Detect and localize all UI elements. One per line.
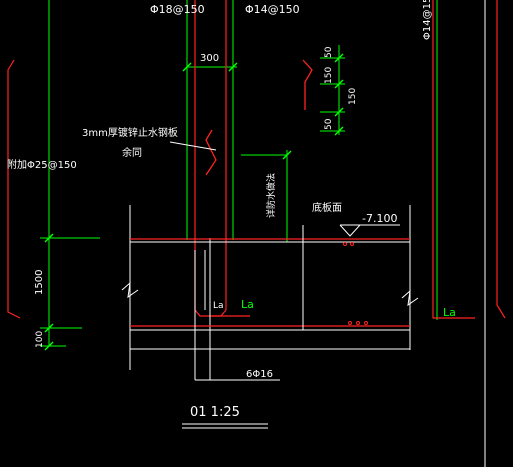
annotations: Φ18@150 Φ14@150 Φ14@15 300 50 150 150 50… [7,0,456,420]
dimension-ticks [44,53,344,351]
label-add-rebar: 附加Φ25@150 [7,158,77,171]
slab [129,205,411,381]
label-bottom-rebar: 6Φ16 [246,369,273,380]
label-dim-300: 300 [200,53,219,64]
label-rebar-phi14-right: Φ14@15 [422,0,433,40]
label-dim-50-top: 50 [324,46,334,58]
water-stop-plate [169,59,313,176]
drawing-title: 01 1:25 [190,405,240,420]
label-dim-150-a: 150 [324,67,334,84]
label-steel-plate: 3mm厚镀锌止水钢板 [82,126,178,139]
label-waterproof: 详防水做法 [265,173,277,218]
label-dim-150-b: 150 [348,88,358,105]
label-dim-1500: 1500 [34,270,45,295]
elevation-symbol [339,224,400,237]
label-dim-50-bottom: 50 [324,118,334,130]
label-rebar-phi14: Φ14@150 [245,3,300,16]
rebar-dots [343,242,368,325]
label-la-right: La [241,298,254,311]
label-rebar-phi18: Φ18@150 [150,3,205,16]
wall [186,0,250,380]
left-rebar [7,59,21,319]
label-base-surface: 底板面 [312,201,342,214]
right-rebar [432,0,506,467]
label-la-left: La [213,301,224,311]
label-elevation: -7.100 [362,212,397,225]
green-linework [40,0,438,347]
label-dim-100: 100 [35,331,45,348]
label-la-far-right: La [443,306,456,319]
break-marks [121,281,419,307]
title-underline [182,423,268,429]
label-steel-plate-note: 余同 [122,146,142,159]
